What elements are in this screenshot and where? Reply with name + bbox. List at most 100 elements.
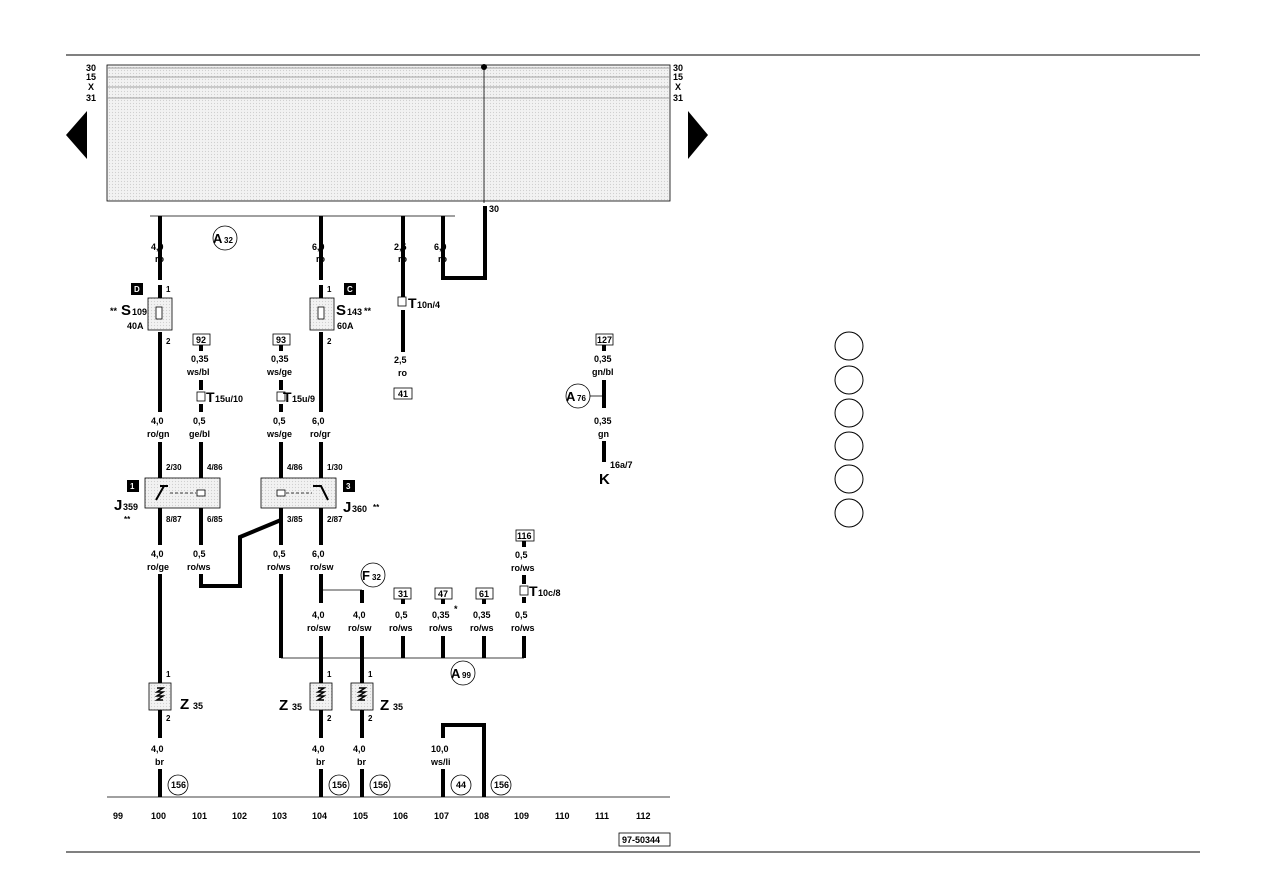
- wire-size: 0,35: [271, 354, 289, 364]
- fuse-s109-num: 109: [132, 307, 147, 317]
- component-pin: 2: [327, 714, 332, 723]
- connector-a99-letter: A: [451, 666, 461, 681]
- column-number: 99: [113, 811, 123, 821]
- column-number: 111: [595, 811, 609, 821]
- wire-color: ro: [155, 254, 165, 264]
- fuse-prefix: **: [110, 306, 118, 316]
- heater-z35-c: 1 2 Z 35: [350, 670, 403, 723]
- ground-ref: [369, 774, 391, 796]
- legend-circle[interactable]: [834, 331, 864, 361]
- ground-ref-text: 156: [171, 780, 186, 790]
- ground-ref: [167, 774, 189, 796]
- fuse-element: [317, 306, 325, 320]
- wire-color: ro/ws: [267, 562, 291, 572]
- relay-coil: [196, 489, 206, 497]
- ground-ref-text: 156: [373, 780, 388, 790]
- column-number: 109: [514, 811, 529, 821]
- ref-93: 93: [276, 335, 286, 345]
- wire-107-ground: [441, 723, 486, 797]
- connector-a32-letter: A: [213, 231, 223, 246]
- heater-z35-letter: Z: [279, 697, 288, 714]
- wire-size: 6,0: [312, 242, 325, 252]
- fuse-s109-letter: S: [121, 302, 131, 319]
- wire-color: ro/ws: [511, 563, 535, 573]
- wire-color: ro: [398, 368, 408, 378]
- ref-92: 92: [196, 335, 206, 345]
- column-numbers: 99 100 101 102 103 104 105 106 107 108 1…: [113, 811, 651, 821]
- ground-ref-text: 44: [456, 780, 466, 790]
- ref-box: [393, 387, 413, 400]
- diagram-id: 97-50344: [622, 835, 660, 845]
- plug-t10c8-letter: T: [529, 583, 538, 599]
- wire-color: br: [357, 757, 366, 767]
- fuse-pin: 1: [166, 285, 171, 294]
- wire-color: ws/bl: [186, 367, 210, 377]
- plug-icon: [397, 296, 407, 307]
- component-pin: 2: [368, 714, 373, 723]
- column-number: 112: [636, 811, 651, 821]
- wire-color: br: [316, 757, 325, 767]
- wire-color: ro/ws: [187, 562, 211, 572]
- relay-pin: 3/85: [287, 515, 303, 524]
- wire-size: 0,5: [515, 610, 528, 620]
- relay-tag-3: [343, 480, 355, 492]
- fuse-suffix: **: [364, 306, 372, 316]
- relay-j359-letter: J: [114, 497, 122, 514]
- relay-j359-stars: **: [124, 515, 131, 524]
- column-number: 104: [312, 811, 327, 821]
- wire-size: 4,0: [312, 610, 325, 620]
- wire-size: 0,5: [193, 416, 206, 426]
- connector-a76-letter: A: [566, 389, 576, 404]
- fuse-pin: 2: [327, 337, 332, 346]
- legend-circle[interactable]: [834, 431, 864, 461]
- heater-z35-letter: Z: [180, 696, 189, 713]
- wire-color: ro/sw: [310, 562, 335, 572]
- relay-pin: 1/30: [327, 463, 343, 472]
- fuse-element: [155, 306, 163, 320]
- ref-31: 31: [398, 589, 408, 599]
- relay-contact: [155, 485, 168, 501]
- relay-pin: 8/87: [166, 515, 182, 524]
- relay-tag-1: [127, 480, 139, 492]
- column-number: 101: [192, 811, 207, 821]
- ground-ref-text: 156: [494, 780, 509, 790]
- wire-size: 0,5: [395, 610, 408, 620]
- legend-circle[interactable]: [834, 365, 864, 395]
- plug-t10c8-sub: 10c/8: [538, 588, 561, 598]
- heater-z35-b: 1 2 Z 35: [279, 670, 333, 723]
- fuse-pin: 1: [327, 285, 332, 294]
- relay-pin: 2/87: [327, 515, 343, 524]
- diagram-id-box: [618, 832, 671, 847]
- relay-plate: [106, 64, 671, 202]
- wire-color: ro/sw: [348, 623, 373, 633]
- wire-color: ro/sw: [307, 623, 332, 633]
- wire-size: 4,0: [353, 744, 366, 754]
- relay-tag-1-text: 1: [130, 482, 135, 491]
- relay-coil: [276, 489, 286, 497]
- wire-color: gn: [598, 429, 609, 439]
- wire-size: 0,35: [432, 610, 450, 620]
- column-number: 106: [393, 811, 408, 821]
- wire-color: ge/bl: [189, 429, 210, 439]
- relay-j359-num: 359: [123, 502, 138, 512]
- relay-pin: 6/85: [207, 515, 223, 524]
- fuse-rating: 40A: [127, 321, 144, 331]
- wire-size: 0,35: [594, 416, 612, 426]
- component-pin: 2: [166, 714, 171, 723]
- right-triangle-icon[interactable]: [688, 111, 708, 159]
- left-triangle-icon[interactable]: [66, 111, 87, 159]
- ground-ref-text: 156: [332, 780, 347, 790]
- wire-size: 4,0: [151, 416, 164, 426]
- column-number: 105: [353, 811, 368, 821]
- legend-circle[interactable]: [834, 498, 864, 528]
- component-pin: 1: [368, 670, 373, 679]
- heater-z35-num: 35: [292, 702, 302, 712]
- legend-circle[interactable]: [834, 398, 864, 428]
- wire-color: ro: [438, 254, 448, 264]
- ground-ref: [450, 774, 472, 796]
- relay-pin: 2/30: [166, 463, 182, 472]
- legend-circle[interactable]: [834, 464, 864, 494]
- plug-t15u9-sub: 15u/9: [292, 394, 315, 404]
- relay-j360-stars: **: [373, 503, 380, 512]
- relay-tag-3-text: 3: [346, 482, 351, 491]
